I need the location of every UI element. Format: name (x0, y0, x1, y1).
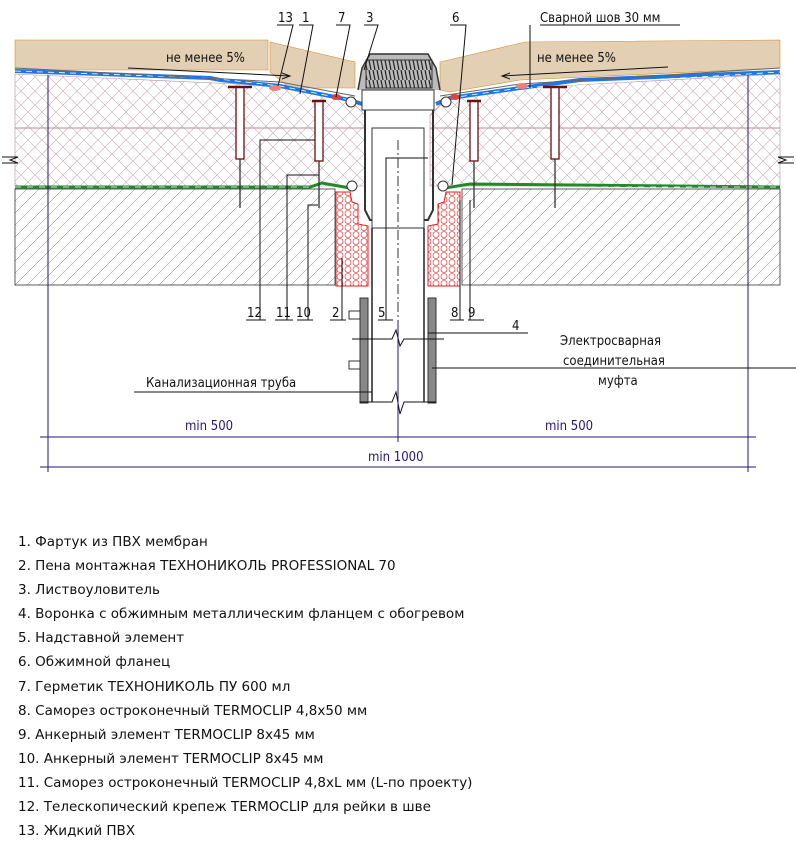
ballast-layer (14, 39, 781, 93)
legend-item: 4. Воронка с обжимным металлическим флан… (18, 606, 465, 623)
callout-11: 11 (276, 306, 291, 321)
slope-arrow-left (127, 67, 292, 80)
weld-seam-label: Сварной шов 30 мм (540, 11, 660, 26)
callout-3: 3 (366, 11, 373, 26)
dim-right-label: min 500 (545, 419, 593, 434)
legend-item: 11. Саморез остроконечный TERMOCLIP 4,8х… (18, 774, 473, 791)
legend-item: 13. Жидкий ПВХ (18, 823, 136, 840)
callout-12: 12 (247, 306, 262, 321)
legend-item: 12. Телескопический крепеж TERMOCLIP для… (18, 799, 431, 816)
coupling-label-line2: соединительная (563, 354, 665, 369)
vapor-barrier (15, 181, 781, 190)
liquid-pvc (269, 85, 281, 91)
mounting-foam (335, 191, 461, 287)
clamp-flange-bolt (345, 96, 357, 108)
callout-1: 1 (302, 11, 309, 26)
legend-item: 10. Анкерный элемент TERMOCLIP 8х45 мм (18, 750, 324, 767)
callout-9: 9 (468, 306, 475, 321)
slope-label-right: не менее 5% (537, 51, 616, 66)
callout-8: 8 (451, 306, 458, 321)
legend-item: 6. Обжимной фланец (18, 654, 171, 671)
callout-5: 5 (378, 306, 385, 321)
callout-2: 2 (332, 306, 339, 321)
callout-13: 13 (278, 11, 293, 26)
telescopic-fasteners (228, 85, 567, 208)
callout-10: 10 (296, 306, 311, 321)
roof-drain-section-drawing: не менее 5% не менее 5% (2, 11, 796, 472)
concrete-base (14, 188, 781, 286)
legend-item: 3. Листвоуловитель (18, 582, 160, 599)
dim-left-label: min 500 (185, 419, 233, 434)
legend-list: 1. Фартук из ПВХ мембран 2. Пена монтажн… (18, 530, 472, 843)
break-mark-icon (777, 156, 794, 164)
legend-item: 9. Анкерный элемент TERMOCLIP 8х45 мм (18, 726, 315, 743)
break-mark-icon (2, 156, 19, 164)
legend-item: 1. Фартук из ПВХ мембран (18, 534, 208, 550)
leaf-guard (365, 59, 433, 89)
insulation-layer (14, 73, 781, 187)
leaders (134, 24, 796, 393)
legend-item: 2. Пена монтажная ТЕХНОНИКОЛЬ PROFESSION… (18, 558, 396, 575)
callout-7: 7 (338, 11, 345, 26)
slope-label-left: не менее 5% (166, 51, 245, 66)
dimensions (40, 75, 756, 472)
dim-total-label: min 1000 (368, 450, 424, 465)
callout-6: 6 (452, 11, 459, 26)
callout-4: 4 (512, 319, 519, 334)
pipe-label: Канализационная труба (146, 376, 296, 391)
sewer-pipe (348, 228, 444, 415)
coupling-label-line1: Электросварная (560, 334, 661, 349)
legend-item: 5. Надставной элемент (18, 630, 185, 647)
legend-item: 7. Герметик ТЕХНОНИКОЛЬ ПУ 600 мл (18, 678, 291, 695)
legend-item: 8. Саморез остроконечный TERMOCLIP 4,8х5… (18, 702, 368, 719)
electrofusion-coupling (359, 297, 369, 404)
coupling-label-line3: муфта (598, 374, 638, 389)
